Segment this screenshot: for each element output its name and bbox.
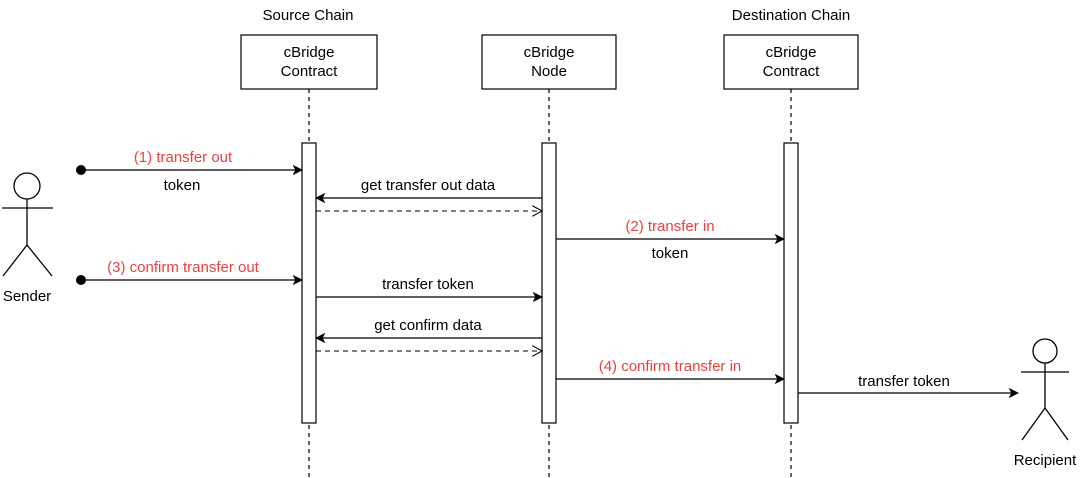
message-get-confirm-data: get confirm data <box>314 317 542 344</box>
message-confirm-transfer-in: (4) confirm transfer in <box>556 358 786 385</box>
activation-source-contract <box>301 142 317 424</box>
recipient-label: Recipient <box>1014 452 1077 469</box>
source-chain-label: Source Chain <box>263 7 354 24</box>
destination-chain-label: Destination Chain <box>732 7 850 24</box>
message-label-get-confirm-data: get confirm data <box>374 317 482 334</box>
recipient-actor-icon <box>1021 338 1069 441</box>
participant-label-line1: cBridge <box>766 44 817 61</box>
activation-node <box>541 142 557 424</box>
message-transfer-token-to-node: transfer token <box>316 276 544 303</box>
message-transfer-token-to-recipient: transfer token <box>798 373 1020 399</box>
message-label-transfer-out: (1) transfer out <box>134 149 233 166</box>
message-label-get-transfer-out-data: get transfer out data <box>361 177 496 194</box>
participant-destination-contract: cBridge Contract <box>723 34 859 90</box>
message-label-transfer-in: (2) transfer in <box>625 218 714 235</box>
sender-label: Sender <box>3 288 51 305</box>
message-transfer-in: (2) transfer in token <box>556 218 786 262</box>
participant-label-line1: cBridge <box>284 44 335 61</box>
participant-source-contract: cBridge Contract <box>240 34 378 90</box>
participant-label-line2: Contract <box>281 63 339 80</box>
message-confirm-transfer-out: (3) confirm transfer out <box>76 259 304 286</box>
participant-label-line2: Node <box>531 63 567 80</box>
message-get-transfer-out-data: get transfer out data <box>314 177 542 204</box>
message-label-confirm-transfer-in: (4) confirm transfer in <box>599 358 742 375</box>
message-label-transfer-token: transfer token <box>382 276 474 293</box>
message-label-transfer-token-recipient: transfer token <box>858 373 950 390</box>
message-sublabel-token: token <box>652 245 689 262</box>
participant-label-line2: Contract <box>763 63 821 80</box>
sender-actor-icon <box>2 172 53 277</box>
message-transfer-out: (1) transfer out token <box>76 149 304 194</box>
message-sublabel-token: token <box>164 177 201 194</box>
participant-label-line1: cBridge <box>524 44 575 61</box>
participant-cbridge-node: cBridge Node <box>481 34 617 90</box>
message-label-confirm-transfer-out: (3) confirm transfer out <box>107 259 260 276</box>
activation-destination-contract <box>783 142 799 424</box>
